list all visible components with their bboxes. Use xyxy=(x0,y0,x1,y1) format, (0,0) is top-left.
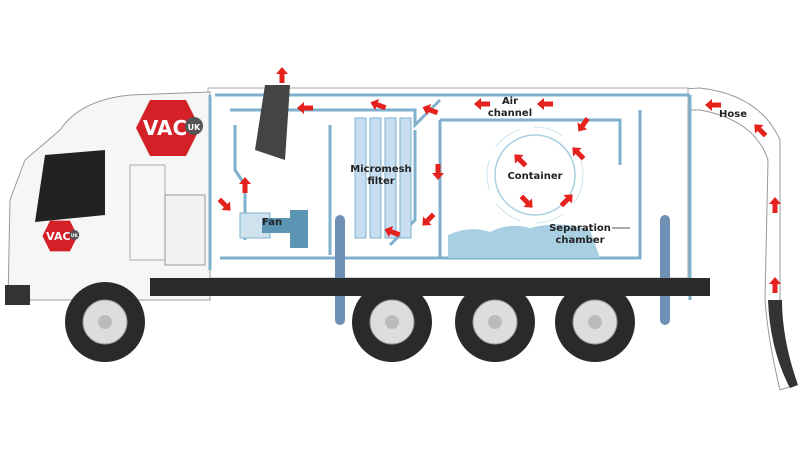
svg-text:UK: UK xyxy=(188,123,201,132)
wheel xyxy=(352,282,432,362)
micromesh-filter xyxy=(354,117,412,239)
exhaust-stack xyxy=(255,85,290,160)
cyclone xyxy=(494,134,576,216)
airflow-arrow xyxy=(276,67,288,83)
label-hose: Hose xyxy=(719,109,747,120)
label-air-2: channel xyxy=(488,108,532,119)
airflow-arrow xyxy=(769,197,781,213)
label-filter-2: filter xyxy=(367,176,394,187)
airflow-arrow xyxy=(537,98,553,110)
airflow-arrow xyxy=(705,99,721,111)
windshield xyxy=(35,150,105,222)
vac-uk-logo-body: VAC UK xyxy=(136,100,203,156)
hydraulic-cylinder xyxy=(660,215,670,325)
hydraulic-cylinder xyxy=(335,215,345,325)
wheel xyxy=(65,282,145,362)
airflow-arrow xyxy=(577,117,590,132)
airflow-arrow xyxy=(239,177,251,193)
fan-motor-end xyxy=(290,210,308,248)
label-separation-1: Separation xyxy=(549,223,611,234)
airflow-arrow xyxy=(370,99,387,111)
wheel xyxy=(455,282,535,362)
separated-material xyxy=(448,224,600,258)
airflow-arrow xyxy=(514,154,528,168)
label-fan: Fan xyxy=(262,217,282,228)
svg-text:VAC: VAC xyxy=(143,116,187,140)
svg-text:UK: UK xyxy=(71,233,79,239)
airflow-arrow xyxy=(474,98,490,110)
wheel xyxy=(555,282,635,362)
vac-uk-logo-cab: VAC UK xyxy=(42,220,80,252)
label-separation-2: chamber xyxy=(555,235,604,246)
label-container: Container xyxy=(507,171,562,182)
airflow-arrow xyxy=(432,164,444,180)
airflow-arrow xyxy=(754,124,768,138)
airflow-arrow xyxy=(384,226,401,238)
bumper xyxy=(5,285,30,305)
hose-nozzle xyxy=(768,300,798,388)
airflow-arrow xyxy=(559,194,573,208)
airflow-arrow xyxy=(519,194,533,208)
airflow-arrow xyxy=(572,147,586,161)
chassis xyxy=(150,278,710,296)
airflow-arrow xyxy=(422,104,439,116)
side-box xyxy=(164,194,206,266)
airflow-arrow xyxy=(297,102,313,114)
airflow-arrow xyxy=(769,277,781,293)
airflow-arrow xyxy=(422,212,436,226)
svg-text:VAC: VAC xyxy=(46,230,70,243)
airflow-arrow xyxy=(217,197,231,211)
fan-motor xyxy=(262,218,292,233)
label-air-1: Air xyxy=(502,96,518,107)
label-filter-1: Micromesh xyxy=(350,164,411,175)
airflow-arrows xyxy=(217,67,781,293)
wheels xyxy=(65,282,635,362)
